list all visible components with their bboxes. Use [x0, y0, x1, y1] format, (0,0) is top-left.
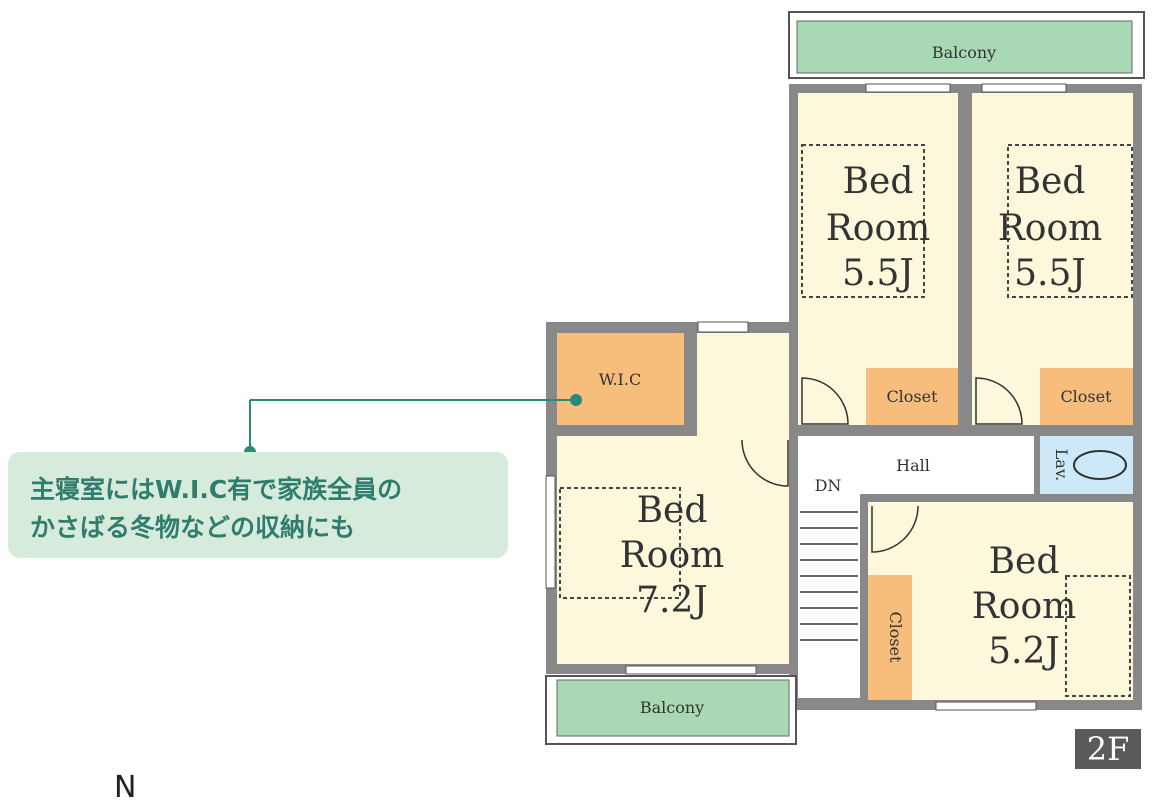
- closet-s: [868, 575, 912, 700]
- balcony-top-label: Balcony: [932, 43, 996, 62]
- bed-furniture-ne: [1007, 144, 1133, 298]
- bedroom-nw-line1: Bed: [843, 161, 914, 202]
- bedroom-w-size: 7.2J: [636, 580, 708, 621]
- bedroom-ne-line2: Room: [998, 208, 1103, 249]
- bed-furniture-se: [1065, 575, 1131, 697]
- toilet-icon: [1073, 450, 1127, 480]
- wic-label: W.I.C: [599, 370, 641, 389]
- callout-connector: [244, 394, 582, 458]
- bedroom-ne-size: 5.5J: [1014, 253, 1086, 294]
- callout-box: 主寝室にはW.I.C有で家族全員の かさばる冬物などの収納にも: [8, 452, 508, 558]
- bedroom-se-line2: Room: [972, 586, 1077, 627]
- door-swing-ne: [975, 377, 1023, 425]
- balcony-top: [796, 20, 1133, 74]
- windows: [545, 83, 1067, 711]
- balcony-bottom: [556, 679, 790, 737]
- bed-furniture-w: [559, 487, 681, 599]
- bedroom-nw-line2: Room: [826, 208, 931, 249]
- bedroom-nw-size: 5.5J: [842, 253, 914, 294]
- stair-treads: [800, 511, 858, 641]
- closet-ne-label: Closet: [1060, 387, 1112, 406]
- balcony-bottom-label: Balcony: [640, 698, 704, 717]
- stairs: [798, 494, 860, 698]
- callout-line2: かさばる冬物などの収納にも: [30, 513, 356, 542]
- closet-nw: [866, 368, 958, 425]
- lavatory: [1040, 436, 1133, 494]
- bedroom-se-size: 5.2J: [988, 631, 1060, 672]
- bedroom-se-line1: Bed: [989, 541, 1060, 582]
- stairs-label: DN: [815, 476, 842, 495]
- bedroom-ne-line1: Bed: [1015, 161, 1086, 202]
- door-swing-w: [741, 439, 789, 487]
- door-swing-nw: [801, 377, 849, 425]
- bedroom-se: [868, 502, 1133, 700]
- callout-line1: 主寝室にはW.I.C有で家族全員の: [30, 475, 403, 504]
- bed-furniture-nw: [801, 144, 925, 298]
- closet-s-label: Closet: [886, 611, 905, 663]
- bedroom-w-extension: [697, 333, 789, 437]
- door-swing-se: [871, 505, 919, 553]
- walk-in-closet: [557, 333, 684, 425]
- hall: [798, 436, 1034, 494]
- hall-label: Hall: [896, 456, 930, 475]
- closet-ne: [1040, 368, 1133, 425]
- bedroom-w-line1: Bed: [637, 490, 708, 531]
- closet-nw-label: Closet: [886, 387, 938, 406]
- bedroom-w: [557, 436, 789, 664]
- floor-badge: 2F: [1075, 729, 1141, 769]
- bedroom-w-line2: Room: [620, 535, 725, 576]
- compass-north: N: [114, 770, 137, 805]
- lavatory-label: Lav.: [1052, 449, 1071, 481]
